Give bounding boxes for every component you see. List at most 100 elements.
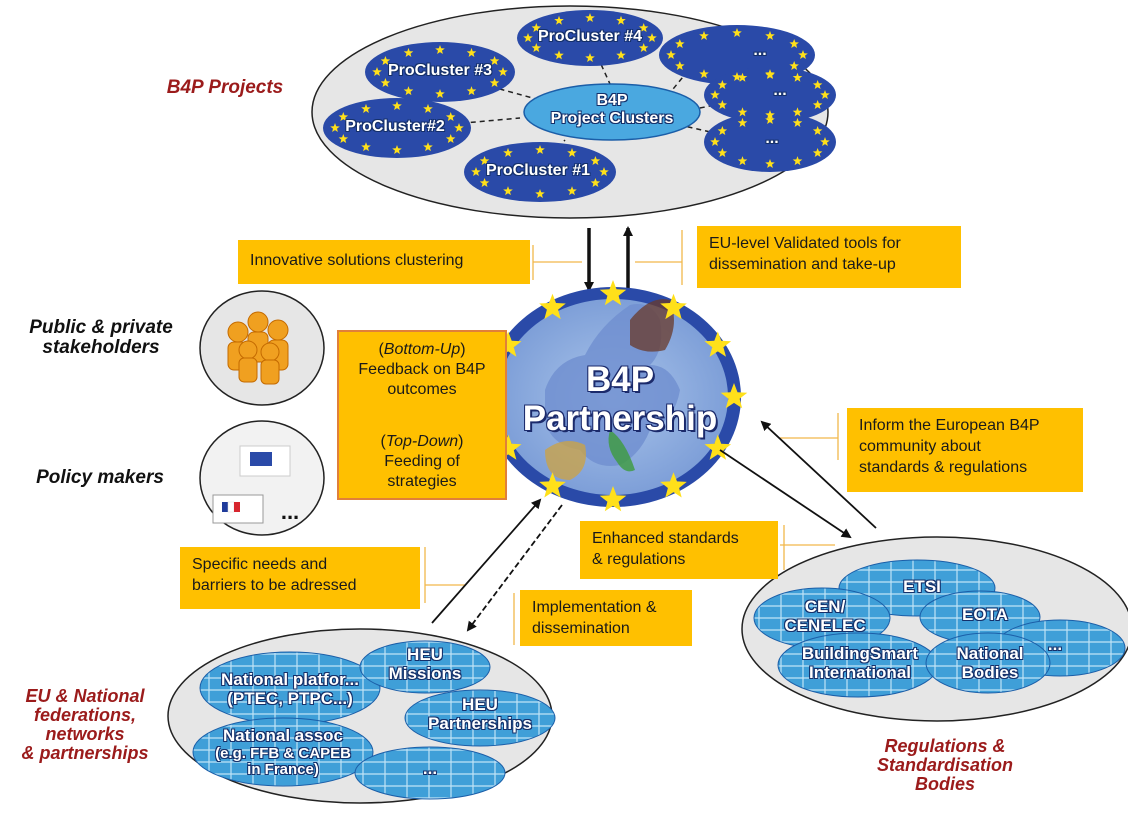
cluster-star-icon <box>737 107 748 117</box>
arrow-enhanced-standards <box>719 449 852 539</box>
national-bodies-label: National Bodies <box>940 644 1040 682</box>
standards-more-label: ... <box>1047 635 1063 654</box>
feedback-bottom-text: (Top-Down) Feeding of strategies <box>339 432 505 492</box>
cluster-star-icon <box>638 23 649 32</box>
eota-label: EOTA <box>962 605 1008 624</box>
cluster-star-icon <box>338 112 349 121</box>
cluster-star-icon <box>392 145 402 154</box>
implementation-line-2: dissemination <box>532 619 630 637</box>
feedback-line-3: Feeding of <box>384 453 460 470</box>
cluster-star-icon <box>732 72 742 81</box>
eu-commission-logo-icon <box>239 445 291 477</box>
procluster-4-label: ProCluster #4 <box>537 28 643 45</box>
cluster-star-icon <box>372 67 382 76</box>
cluster-star-icon <box>699 30 709 40</box>
partnership-title-line-1: B4P <box>585 360 655 399</box>
implementation-line-1: Implementation & <box>532 599 657 616</box>
cluster-star-icon <box>479 156 490 165</box>
cluster-star-icon <box>717 126 728 135</box>
cluster-star-icon <box>717 80 728 89</box>
national-assoc-label: National assoc (e.g. FFB & CAPEB in Fran… <box>198 726 368 779</box>
cluster-star-icon <box>503 147 513 157</box>
federation-more-label: ... <box>422 759 438 778</box>
b4p-projects-heading: B4P Projects <box>166 77 284 98</box>
cluster-star-icon <box>403 47 414 57</box>
partnership-title: B4P Partnership <box>500 360 740 438</box>
cluster-star-icon <box>717 148 728 157</box>
feedback-line-4: strategies <box>387 473 457 490</box>
federation-more-globe <box>354 746 506 800</box>
federations-line-4: & partnerships <box>21 742 149 763</box>
cluster-star-icon <box>820 137 830 146</box>
standards-line-1: Regulations & <box>884 736 1006 756</box>
cluster-star-icon <box>599 167 609 176</box>
partnership-star-icon <box>539 472 566 498</box>
partnership-star-icon <box>494 434 522 460</box>
cluster-star-icon <box>675 61 685 70</box>
heu-partnerships-globe <box>404 689 556 747</box>
cluster-star-icon <box>471 167 481 176</box>
cluster-star-icon <box>403 86 414 96</box>
hub-line-2: Project Clusters <box>550 109 674 127</box>
cluster-star-icon <box>380 78 391 87</box>
federations-line-3: networks <box>45 723 125 744</box>
bsi-line-1: BuildingSmart <box>801 644 919 663</box>
cluster-star-icon <box>466 47 477 57</box>
partnership-star-ring <box>478 280 748 512</box>
cluster-star-icon <box>445 134 456 143</box>
partnership-star-icon <box>660 293 687 320</box>
cluster-star-icon <box>535 145 545 154</box>
federation-globes <box>192 640 556 800</box>
federations-line-2: federations, <box>33 704 137 725</box>
procluster-3-disk <box>365 42 515 102</box>
note-enhanced-standards: Enhanced standards & regulations <box>580 521 778 579</box>
cluster-more-2-disk <box>704 67 836 123</box>
cluster-star-icon <box>717 100 728 109</box>
national-platform-label: National platfor... (PTEC, PTPC...) <box>200 670 380 708</box>
cluster-star-icon <box>585 53 595 62</box>
project-clusters-hub-label: B4P Project Clusters <box>522 92 702 127</box>
procluster-2-label: ProCluster#2 <box>345 118 445 135</box>
partnership-star-icon <box>704 434 732 460</box>
partnership-star-icon <box>539 293 566 320</box>
national-assoc-globe <box>192 717 374 787</box>
bottom-up-label: Bottom-Up <box>383 341 461 358</box>
scandinavia-shape <box>630 299 674 352</box>
eu-cluster-disks <box>323 10 836 202</box>
enhanced-line-2: & regulations <box>592 550 686 568</box>
national-bodies-globe <box>925 632 1051 694</box>
cluster-star-icon <box>812 80 823 89</box>
cluster-star-icon <box>647 33 657 42</box>
validated-line-1: EU-level Validated tools for <box>709 235 901 252</box>
note-validated-tools: EU-level Validated tools for disseminati… <box>697 226 961 288</box>
enhanced-line-1: Enhanced standards <box>592 530 739 547</box>
federations-line-1: EU & National <box>25 686 145 706</box>
cluster-star-icon <box>792 72 803 82</box>
arrow-implementation <box>466 504 563 632</box>
assoc-line-1: National assoc <box>223 726 343 745</box>
cluster-star-icon <box>531 43 542 52</box>
needs-line-1: Specific needs and <box>192 556 328 573</box>
partnership-star-icon <box>494 331 522 357</box>
cluster-star-icon <box>710 137 720 146</box>
cluster-star-icon <box>765 159 775 168</box>
cluster-star-icon <box>765 115 775 124</box>
cluster-star-icon <box>792 117 803 127</box>
cluster-star-icon <box>792 107 803 117</box>
cluster-more-2-label: ... <box>773 82 787 99</box>
cluster-star-icon <box>699 69 709 79</box>
note-innovative-clustering: Innovative solutions clustering <box>238 240 530 284</box>
cluster-star-icon <box>479 178 490 187</box>
public-line-2: stakeholders <box>42 336 160 358</box>
assoc-line-3: in France) <box>247 761 319 779</box>
note-implementation: Implementation & dissemination <box>520 590 692 646</box>
standards-line-2: Standardisation <box>876 754 1014 775</box>
cluster-more-3-disk <box>704 112 836 172</box>
cluster-star-icon <box>675 39 685 48</box>
standards-heading: Regulations & Standardisation Bodies <box>845 737 1045 794</box>
heu-missions-label: HEU Missions <box>375 645 475 683</box>
cluster-star-icon <box>435 45 445 54</box>
feedback-top-text: (Bottom-Up) Feedback on B4P outcomes <box>339 340 505 400</box>
heu-partnerships-label: HEU Partnerships <box>410 695 550 733</box>
hub-line-1: B4P <box>596 92 628 109</box>
